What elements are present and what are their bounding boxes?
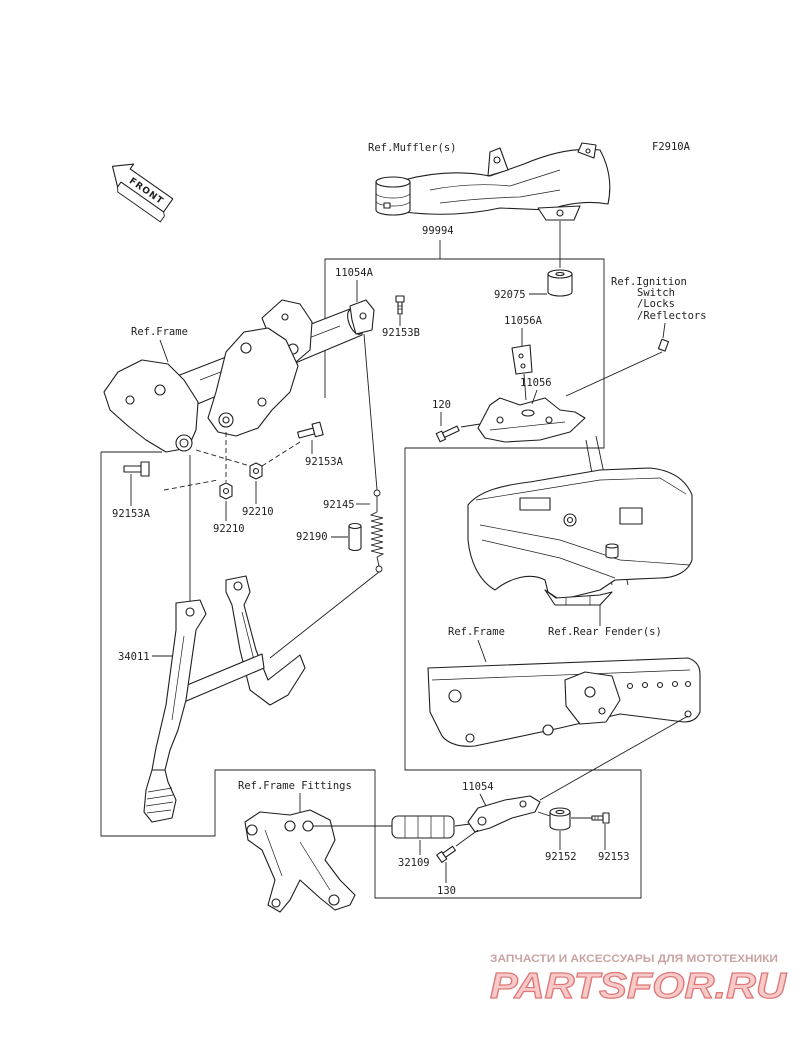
plate-to-bracket-line [523, 373, 527, 401]
part-34011-drawing [143, 575, 306, 823]
part-130-drawing [436, 845, 457, 863]
spring-to-stand-line [269, 571, 380, 659]
part-92153A-upper-drawing [297, 421, 324, 439]
frame-lower-drawing [427, 657, 701, 747]
part-92145-drawing [369, 489, 385, 573]
rod-to-frame-line [539, 715, 689, 801]
part-label-92153A-upper: 92153A [305, 456, 344, 468]
part-11054A-drawing [349, 299, 375, 335]
part-92190-drawing [348, 522, 362, 552]
watermark-tagline: ЗАПЧАСТИ И АКСЕССУАРЫ ДЛЯ МОТОТЕХНИКИ [490, 953, 778, 965]
part-label-11054A: 11054A [335, 267, 374, 279]
part-label-11056: 11056 [520, 377, 552, 389]
ref-ignition-label-line4: /Reflectors [637, 310, 707, 322]
part-label-92153B: 92153B [382, 327, 420, 339]
part-label-130: 130 [437, 885, 456, 897]
part-label-92075: 92075 [494, 289, 526, 301]
ref-frame-fittings-label: Ref.Frame Fittings [238, 780, 352, 792]
part-label-92210-right: 92210 [242, 506, 274, 518]
group-outline [100, 258, 642, 899]
part-label-92145: 92145 [323, 499, 355, 511]
ref-rear-fender-label: Ref.Rear Fender(s) [548, 626, 662, 638]
part-120-drawing [435, 425, 460, 443]
part-11056-drawing [477, 397, 586, 443]
part-label-92210-left: 92210 [213, 523, 245, 535]
assembly-dashed-lines [163, 432, 301, 491]
part-label-92153A-lower: 92153A [112, 508, 151, 520]
leader-line-11054 [479, 793, 487, 807]
watermark: ЗАПЧАСТИ И АКСЕССУАРЫ ДЛЯ МОТОТЕХНИКИ PA… [489, 953, 787, 1007]
part-92153-drawing [591, 812, 610, 824]
part-label-11056A: 11056A [504, 315, 543, 327]
part-92210-right-drawing [249, 462, 263, 480]
leader-line-11056 [531, 389, 538, 405]
part-label-99994: 99994 [422, 225, 454, 237]
leader-line-ref-frame-upper [159, 339, 169, 363]
part-11056A-drawing [511, 344, 533, 375]
bolt-to-bracket-line [455, 829, 479, 847]
part-92153B-drawing [395, 295, 405, 315]
ignition-connector-drawing [657, 338, 670, 352]
diagram-code: F2910A [652, 141, 691, 153]
part-label-34011: 34011 [118, 651, 150, 663]
ref-ignition-label-line3: /Locks [637, 298, 675, 310]
ref-ignition-label-line1: Ref.Ignition [611, 276, 687, 288]
watermark-brand: PARTSFOR.RU [490, 965, 787, 1006]
part-11054-drawing [467, 795, 541, 833]
group-bracket-lines [100, 240, 642, 899]
part-92152-drawing [549, 807, 571, 831]
part-label-92153: 92153 [598, 851, 630, 863]
part-92075-drawing [547, 269, 573, 297]
ref-ignition-label-line2: Switch [637, 287, 675, 299]
leader-line-ref-ignition [662, 322, 666, 339]
rear-fender-drawing [467, 467, 693, 606]
ref-frame-upper-label: Ref.Frame [131, 326, 188, 338]
part-label-92152: 92152 [545, 851, 577, 863]
rubber-to-bracket-line [454, 823, 471, 827]
part-92153A-lower-drawing [123, 461, 150, 477]
part-label-92190: 92190 [296, 531, 328, 543]
ref-muffler-label: Ref.Muffler(s) [368, 142, 457, 154]
bracket-to-spring-line [363, 333, 378, 491]
bracket-to-collar-line [537, 811, 551, 817]
ignition-to-bracket-line [565, 351, 663, 397]
part-label-120: 120 [432, 399, 451, 411]
frame-upper-drawing [103, 299, 363, 453]
ref-frame-lower-label: Ref.Frame [448, 626, 505, 638]
screw-to-bracket-line [460, 423, 481, 428]
muffler-drawing [375, 142, 611, 221]
leader-line-ref-frame-lower [477, 639, 487, 663]
frame-fittings-drawing [244, 809, 356, 913]
part-32109-drawing [391, 815, 455, 839]
part-label-32109: 32109 [398, 857, 430, 869]
part-92210-left-drawing [219, 482, 233, 500]
part-label-11054: 11054 [462, 781, 494, 793]
front-arrow-icon: FRONT [111, 163, 174, 223]
